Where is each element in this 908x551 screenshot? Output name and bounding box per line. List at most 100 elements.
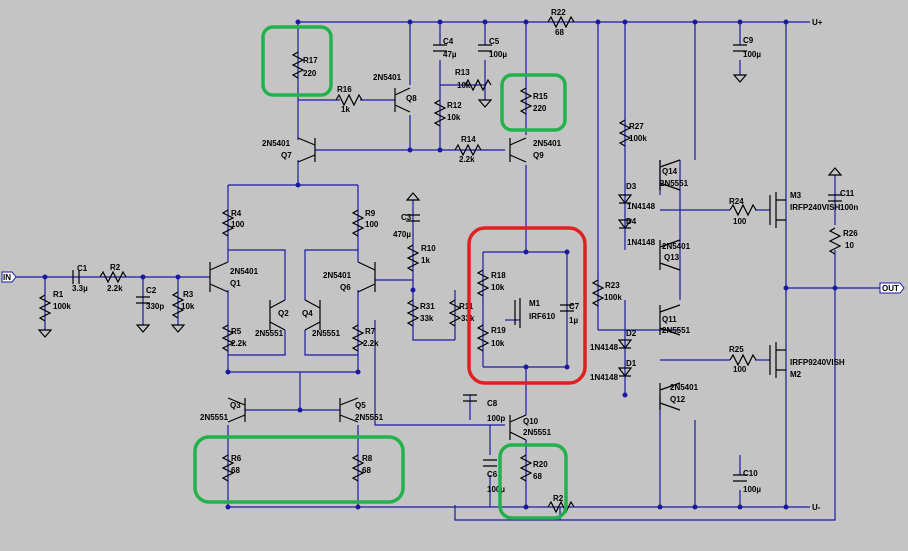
- c3-ref: C3: [401, 213, 412, 222]
- ground-symbols: [37, 74, 843, 338]
- q4-model: 2N5551: [312, 329, 341, 338]
- r1-ref: R1: [53, 290, 64, 299]
- r4-ref: R4: [231, 209, 242, 218]
- c4-ref: C4: [443, 37, 454, 46]
- r31-ref: R31: [420, 302, 435, 311]
- q8-model: 2N5401: [373, 73, 402, 82]
- r20-value: 68: [533, 472, 542, 481]
- r20-ref: R20: [533, 460, 548, 469]
- c10-ref: C10: [743, 469, 758, 478]
- c9-ref: C9: [743, 36, 754, 45]
- r8-value: 68: [362, 466, 371, 475]
- r13-value: 10k: [457, 81, 471, 90]
- m1-model: IRF610: [529, 312, 556, 321]
- q12-model: 2N5401: [670, 383, 699, 392]
- d2-ref: D2: [626, 329, 637, 338]
- r12-value: 10k: [447, 113, 461, 122]
- q14-ref: Q14: [662, 167, 678, 176]
- transistor-symbols: [209, 87, 786, 441]
- r7-ref: R7: [365, 327, 376, 336]
- r26-value: 10: [845, 241, 854, 250]
- c1-value: 3.3µ: [72, 284, 88, 293]
- c7-value: 1µ: [569, 316, 578, 325]
- d3-model: 1N4148: [627, 202, 656, 211]
- port-vminus-label: U-: [812, 503, 821, 512]
- r2-value: 2.2k: [107, 284, 123, 293]
- r17-value: 220: [303, 69, 317, 78]
- port-out: OUT: [879, 282, 905, 294]
- q13-ref: Q13: [664, 253, 680, 262]
- d1-ref: D1: [626, 359, 637, 368]
- r18-value: 10k: [491, 283, 505, 292]
- port-in-label: IN: [3, 273, 11, 282]
- c10-value: 100µ: [743, 485, 761, 494]
- q2-model: 2N5551: [255, 329, 284, 338]
- q9-model: 2N5401: [533, 139, 562, 148]
- r16-ref: R16: [337, 85, 352, 94]
- r15-value: 220: [533, 104, 547, 113]
- port-in: IN: [1, 271, 17, 283]
- r5-ref: R5: [231, 327, 242, 336]
- r10-value: 1k: [421, 256, 430, 265]
- c7-ref: C7: [569, 302, 580, 311]
- r18-ref: R18: [491, 271, 506, 280]
- resistor-labels: R1 100k R2 2.2k R3 10k R4 100 R5 2.2k R6…: [53, 8, 858, 503]
- r16-value: 1k: [341, 105, 350, 114]
- r3-ref: R3: [183, 290, 194, 299]
- q10-ref: Q10: [523, 417, 539, 426]
- highlight-r20: [498, 443, 568, 520]
- r26-ref: R26: [843, 229, 858, 238]
- r27-ref: R27: [629, 122, 644, 131]
- r14-value: 2.2k: [459, 155, 475, 164]
- r19-value: 10k: [491, 339, 505, 348]
- d3-ref: D3: [626, 182, 637, 191]
- highlight-r17: [261, 25, 333, 97]
- highlight-bias-network: [467, 226, 587, 385]
- d4-model: 1N4148: [627, 238, 656, 247]
- r12-ref: R12: [447, 101, 462, 110]
- r22-ref: R22: [551, 8, 566, 17]
- c3-value: 470µ: [393, 230, 411, 239]
- port-vplus-label: U+: [812, 18, 823, 27]
- c6-ref: C6: [487, 470, 498, 479]
- r6-value: 68: [231, 466, 240, 475]
- r8-ref: R8: [362, 454, 373, 463]
- r22-value: 68: [555, 28, 564, 37]
- capacitor-labels: C1 3.3µ C2 330p C3 470µ C4 47µ C5 100µ C…: [72, 36, 858, 494]
- c5-value: 100µ: [489, 50, 507, 59]
- q9-ref: Q9: [533, 151, 544, 160]
- q11-ref: Q11: [662, 315, 677, 324]
- r24-ref: R24: [729, 197, 744, 206]
- r19-ref: R19: [491, 326, 506, 335]
- r3-value: 10k: [181, 302, 195, 311]
- wires: [14, 21, 880, 521]
- r5-value: 2.2k: [231, 339, 247, 348]
- resistor-symbols: [38, 15, 842, 514]
- q12-ref: Q12: [670, 395, 686, 404]
- r25-value: 100: [733, 365, 747, 374]
- m2-ref: M2: [790, 370, 802, 379]
- r2-ref: R2: [110, 263, 121, 272]
- q1-ref: Q1: [230, 279, 241, 288]
- q6-ref: Q6: [340, 283, 351, 292]
- q14-model: 2N5551: [660, 179, 689, 188]
- r11-ref: R11: [459, 302, 474, 311]
- c11-value: 100n: [840, 203, 858, 212]
- q3-model: 2N5551: [200, 413, 229, 422]
- c2-value: 330p: [146, 302, 164, 311]
- r13-ref: R13: [455, 68, 470, 77]
- highlight-r6-r8: [193, 435, 405, 504]
- diode-symbols: [617, 194, 633, 377]
- r23-ref: R23: [605, 281, 620, 290]
- m1-ref: M1: [529, 299, 541, 308]
- r2-bottom-ref: R2: [553, 494, 564, 503]
- r4-value: 100: [231, 220, 245, 229]
- q5-model: 2N5551: [355, 413, 384, 422]
- r25-ref: R25: [729, 345, 744, 354]
- transistor-labels: 2N5401 Q1 Q2 2N5551 Q3 2N5551 Q4 2N5551 …: [200, 73, 845, 437]
- q10-model: 2N5551: [523, 428, 552, 437]
- r31-value: 33k: [420, 314, 434, 323]
- q7-ref: Q7: [281, 151, 292, 160]
- highlight-r15: [500, 73, 567, 132]
